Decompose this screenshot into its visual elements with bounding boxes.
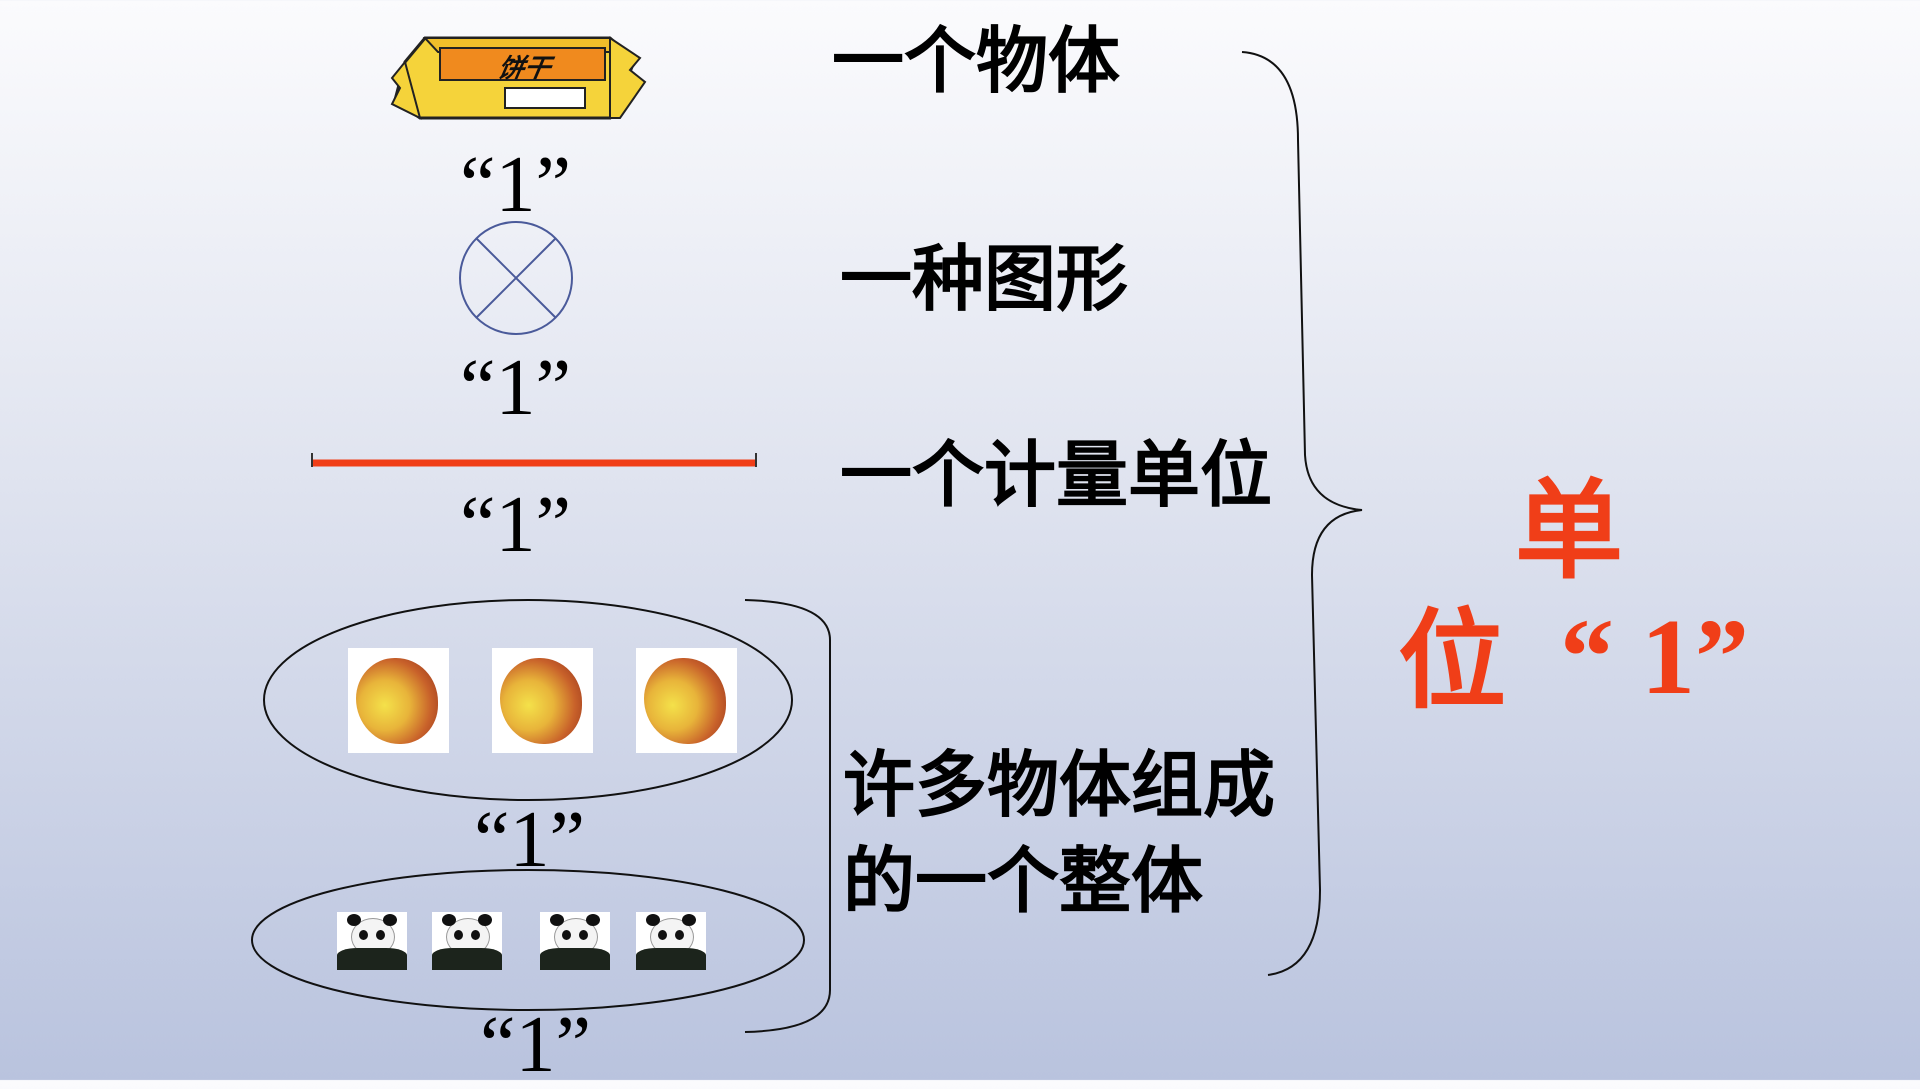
apple-image (492, 648, 593, 753)
panda-group-caption: “1” (480, 1001, 592, 1089)
panda-group-ellipse (251, 869, 805, 1011)
result-char-wei: 位 (1398, 599, 1507, 724)
apple-image (636, 648, 737, 753)
group-bracket (744, 599, 831, 1033)
result-char-dan: 单 (1515, 469, 1624, 594)
label-unit-of-measure: 一个计量单位 (840, 433, 1273, 517)
label-one-shape: 一种图形 (840, 237, 1129, 321)
measurement-segment (311, 453, 757, 467)
big-curly-brace (1241, 51, 1363, 976)
panda-image (636, 912, 706, 970)
result-number-one: “ 1” (1560, 598, 1749, 717)
apple-group-caption: “1” (474, 796, 586, 884)
label-group-line2: 的一个整体 (843, 839, 1204, 923)
apple-group-ellipse (263, 599, 793, 801)
label-group-line1: 许多物体组成 (843, 743, 1276, 827)
biscuit-package-label: 饼干 (495, 54, 553, 84)
biscuit-caption: “1” (460, 141, 572, 229)
circle-caption: “1” (460, 344, 572, 432)
panda-image (337, 912, 407, 970)
panda-image (540, 912, 610, 970)
panda-image (432, 912, 502, 970)
label-one-object: 一个物体 (832, 19, 1121, 103)
apple-image (348, 648, 449, 753)
circle-cross-shape (459, 221, 573, 335)
segment-caption: “1” (460, 481, 572, 569)
biscuit-icon (390, 36, 647, 120)
